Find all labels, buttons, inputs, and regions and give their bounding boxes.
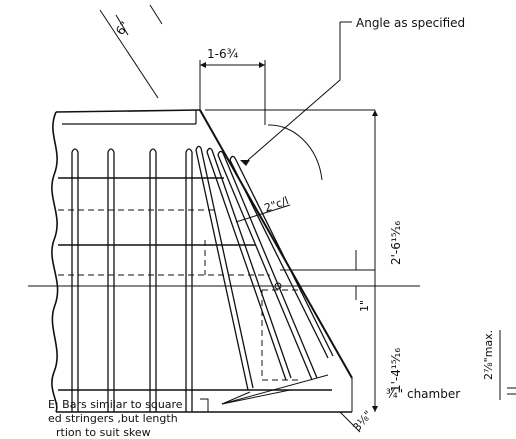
angle-arc (267, 124, 323, 181)
note-line-1: E: Bars similar to square (48, 398, 183, 411)
step-1in-label: 1" (358, 300, 371, 312)
height-upper-label: 2'-6¹⁵⁄₁₆ (389, 221, 403, 265)
angle-note-label: Angle as specified (356, 16, 465, 30)
note-line-2: ed stringers ,but length (48, 412, 178, 425)
note-box (200, 398, 209, 412)
dashed-lines (58, 209, 300, 381)
vertical-stirrups (71, 148, 193, 412)
centre-mark (274, 282, 282, 290)
max-dim-label: 2⅞"max. (482, 330, 495, 380)
arrowheads (200, 62, 378, 412)
skewed-stirrups (195, 145, 334, 391)
offset-6in-label: 6" (113, 19, 132, 38)
note-line-3: rtion to suit skew (56, 426, 151, 439)
stringer-outline (51, 109, 353, 413)
span-label: 1-6¾ (207, 47, 239, 61)
dimension-lines (28, 4, 516, 433)
offset-bottom-label: 3⅛" (350, 408, 375, 434)
note-leaders (221, 374, 329, 405)
longitudinal-bars (58, 177, 332, 391)
height-lower-label: 1'-4¹⁵⁄₁₆ (389, 348, 403, 392)
bar-spacing-label: 2"c/l (263, 194, 291, 215)
chamber-label: ¾" chamber (386, 387, 460, 401)
